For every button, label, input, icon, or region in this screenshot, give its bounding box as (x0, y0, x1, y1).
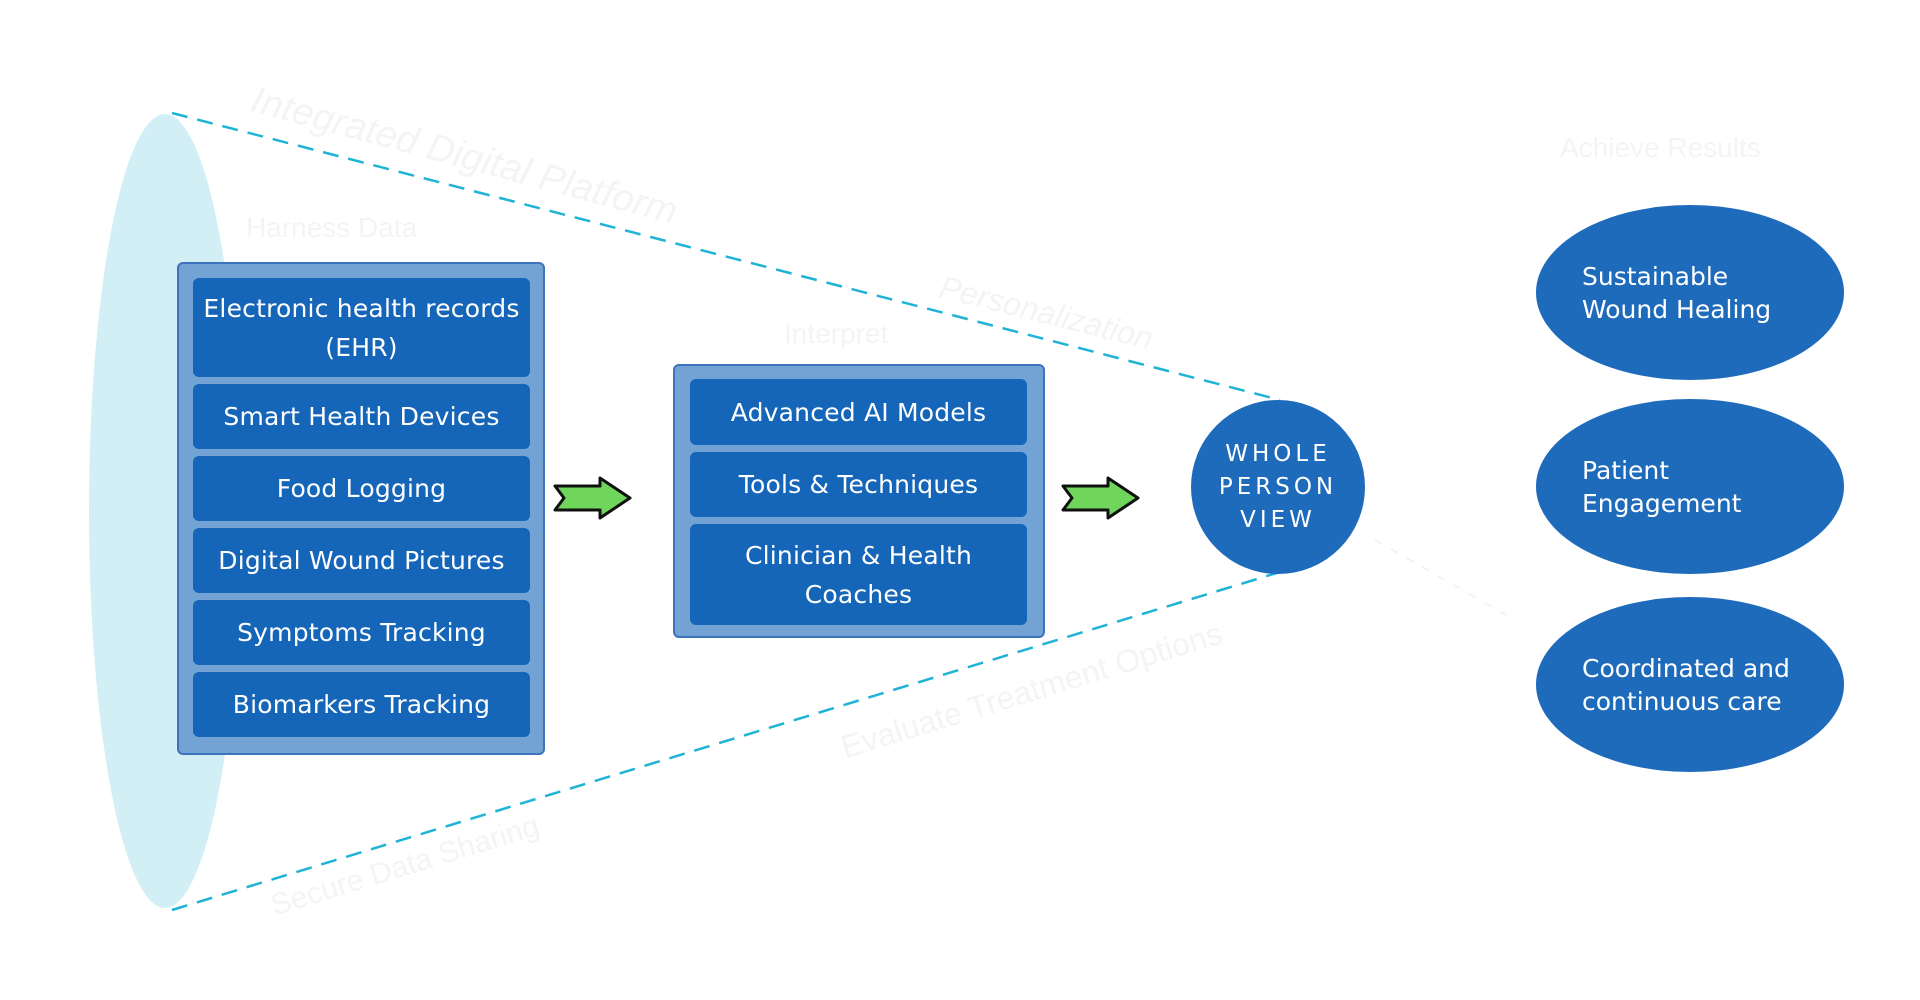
outcome-coordinated-continuous-care: Coordinated and continuous care (1536, 597, 1844, 772)
label-harness-data: Harness Data (246, 212, 418, 243)
data-source-ehr: Electronic health records (EHR) (193, 278, 530, 377)
processing-clinician-health-coaches: Clinician & Health Coaches (690, 524, 1027, 625)
funnel-bottom-dashed-line (171, 570, 1281, 912)
whole-person-view-circle: WHOLE PERSON VIEW (1191, 400, 1365, 574)
label-interpret: Interpret (784, 318, 889, 349)
whole-person-line-1: WHOLE (1225, 440, 1331, 467)
faint-connector-line (1374, 539, 1516, 621)
outcome-label: Patient Engagement (1582, 455, 1742, 518)
data-source-food-logging: Food Logging (193, 456, 530, 521)
processing-advanced-ai-models: Advanced AI Models (690, 379, 1027, 445)
whole-person-line-2: PERSON (1218, 473, 1338, 500)
funnel-top-dashed-line (171, 111, 1281, 402)
outcome-sustainable-wound-healing: Sustainable Wound Healing (1536, 205, 1844, 380)
data-source-digital-wound-pictures: Digital Wound Pictures (193, 528, 530, 593)
right-arrow-icon (553, 476, 632, 520)
data-source-symptoms-tracking: Symptoms Tracking (193, 600, 530, 665)
outcome-patient-engagement: Patient Engagement (1536, 399, 1844, 574)
processing-tools-techniques: Tools & Techniques (690, 452, 1027, 517)
whole-person-line-3: VIEW (1240, 506, 1316, 533)
right-arrow-icon (1061, 476, 1140, 520)
data-source-smart-health-devices: Smart Health Devices (193, 384, 530, 449)
outcome-label: Coordinated and continuous care (1582, 653, 1790, 716)
label-achieve-results: Achieve Results (1560, 132, 1761, 163)
outcome-label: Sustainable Wound Healing (1582, 261, 1772, 324)
data-source-biomarkers-tracking: Biomarkers Tracking (193, 672, 530, 737)
